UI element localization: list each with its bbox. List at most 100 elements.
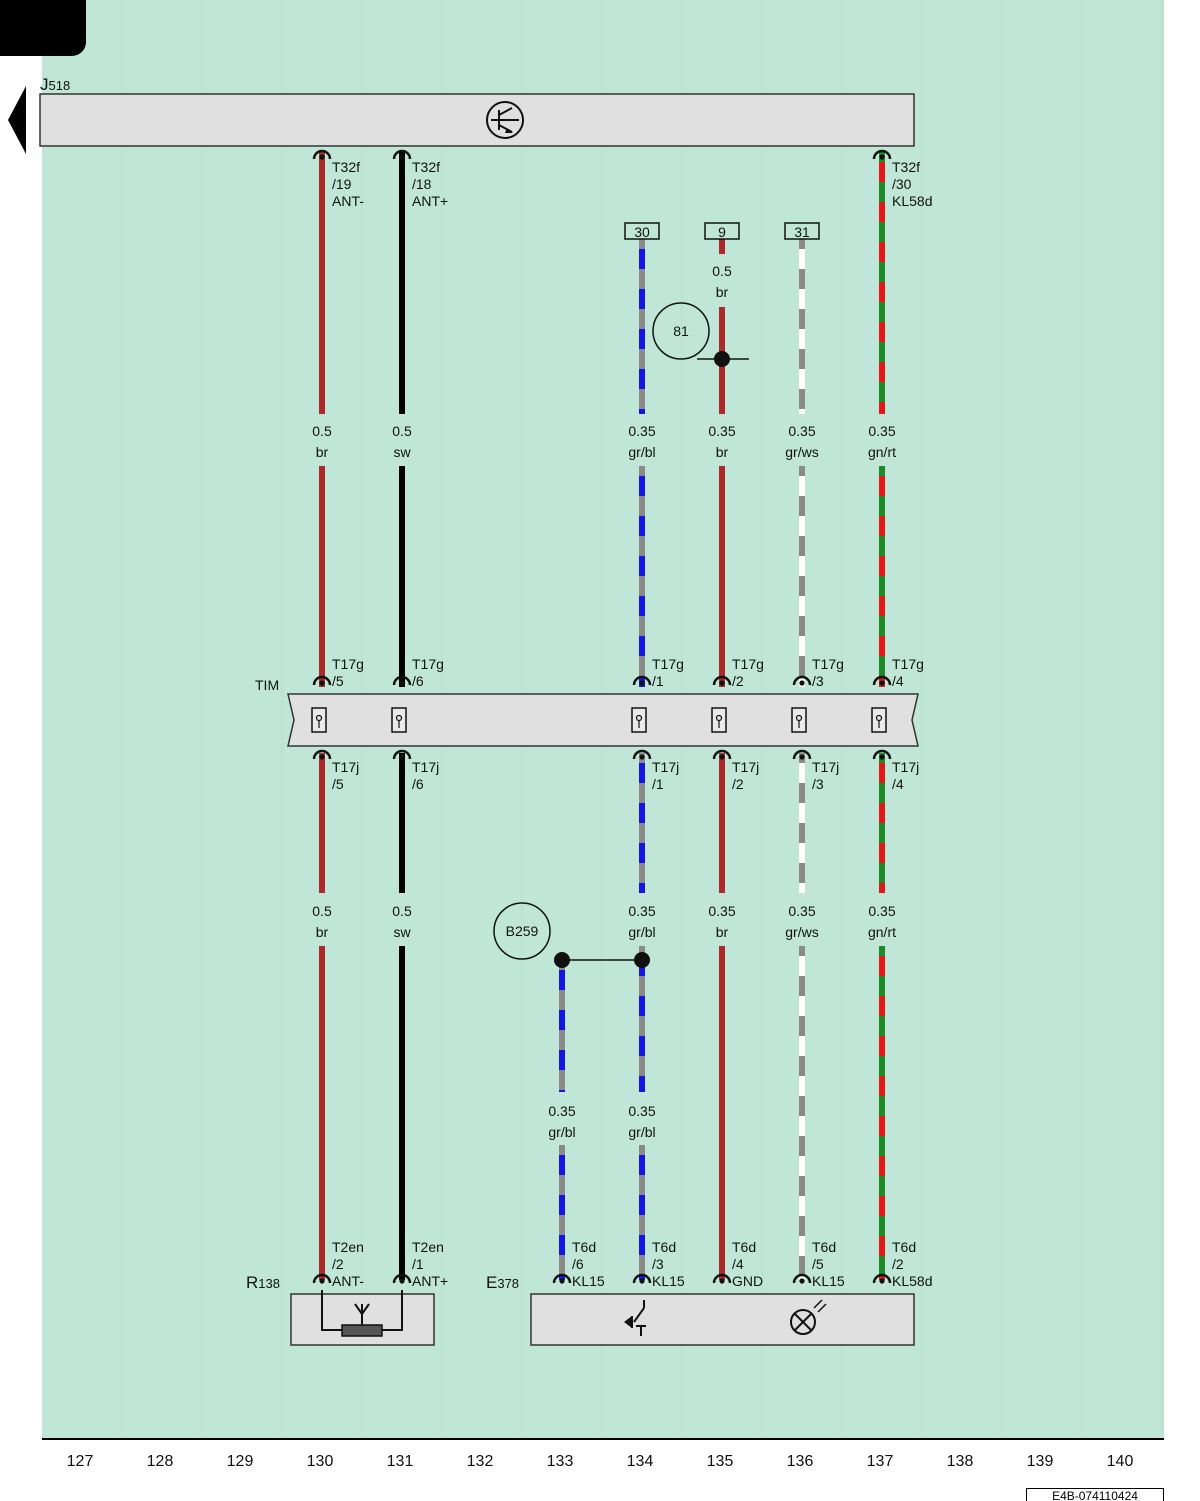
junction-dot-left <box>554 952 570 968</box>
wire-130-lower-label-color: br <box>316 924 329 940</box>
junction-dot-right <box>634 952 650 968</box>
junction-circle <box>493 902 551 960</box>
wire-136-tim-bottom-plug <box>792 749 812 760</box>
wire-136-tim-bottom-pin-label: /3 <box>812 776 824 792</box>
wire-131-tim-top-pin-label: /6 <box>412 673 424 689</box>
start-button-switch-icon <box>624 1300 646 1336</box>
wire-134-terminal <box>624 222 660 240</box>
wire-136-terminal-label: 31 <box>794 224 810 240</box>
column-number: 133 <box>546 1453 574 1470</box>
wire-130-top-pin-label: /19 <box>332 176 352 192</box>
wire-133-bottom-pin-label: /6 <box>572 1256 584 1272</box>
wire-135-terminal-label: 9 <box>718 224 726 240</box>
e378-start-button[interactable] <box>530 1293 915 1346</box>
wire-135-tim-bottom-pin-label: /2 <box>732 776 744 792</box>
wire-137-tim-top-pin-label: T17g <box>892 656 924 672</box>
tim-connector-block[interactable] <box>287 693 919 747</box>
wire-131-bottom-pin-label: ANT+ <box>412 1273 448 1289</box>
wire-131-top-pin-label: ANT+ <box>412 193 448 209</box>
wire-136-lower-label-gauge: 0.35 <box>788 903 815 919</box>
wire-130-tim-bottom-plug <box>312 749 332 760</box>
wire-135-bottom-plug <box>712 1273 732 1284</box>
overlay-layer <box>311 149 892 1284</box>
wire-134-tim-bottom-plug-dot <box>639 754 645 760</box>
e378-label: E378 <box>486 1273 519 1292</box>
column-number: 127 <box>66 1453 94 1470</box>
wire-130-bottom-pin-label: T2en <box>332 1239 364 1255</box>
wire-135-bottom-pin-label: T6d <box>732 1239 756 1255</box>
wire-134-bottom-plug-dot <box>639 1278 645 1284</box>
wire-131-tim-bottom-pin-label: /6 <box>412 776 424 792</box>
wire-137-upper-label-gauge: 0.35 <box>868 423 895 439</box>
wire-134-lower-label-color: gr/bl <box>628 924 655 940</box>
wire-134-upper-label-color: gr/bl <box>628 444 655 460</box>
wire-135-top-label-color: br <box>716 284 729 300</box>
wire-137-bottom-pin-label: T6d <box>892 1239 916 1255</box>
wire-135-lower-label-color: br <box>716 924 729 940</box>
wire-137-top-plug <box>872 149 892 160</box>
wire-134-bottom-pin-label: KL15 <box>652 1273 685 1289</box>
column-number: 137 <box>866 1453 894 1470</box>
wire-135-bottom-pin-label: GND <box>732 1273 763 1289</box>
wire-130-tim-bottom-pin-label: /5 <box>332 776 344 792</box>
wire-131-bottom-plug-dot <box>399 1278 405 1284</box>
column-number: 135 <box>706 1453 734 1470</box>
column-number: 130 <box>306 1453 334 1470</box>
j518-label: J518 <box>40 75 70 94</box>
wire-133-bottom-pin-label: T6d <box>572 1239 596 1255</box>
wire-130-upper-label-gauge: 0.5 <box>312 423 332 439</box>
wire-136-tim-top-pin-label: T17g <box>812 656 844 672</box>
page-tab[interactable] <box>0 0 86 56</box>
wire-137-bottom-pin-label: KL58d <box>892 1273 932 1289</box>
wire-133-bottom-label-gauge: 0.35 <box>548 1103 575 1119</box>
wire-131-bottom-plug <box>392 1273 412 1284</box>
wire-130-upper-label-color: br <box>316 444 329 460</box>
wire-131-tim-pin-icon-dot <box>395 714 403 722</box>
wire-130-top-plug <box>312 149 332 160</box>
wire-137-tim-top-plug <box>872 675 892 686</box>
j518-control-unit[interactable] <box>39 93 915 147</box>
wire-134-tim-bottom-plug <box>632 749 652 760</box>
wire-133-bottom-plug-dot <box>559 1278 565 1284</box>
wire-135-tim-bottom-pin-label: T17j <box>732 759 759 775</box>
wire-131-upper-label-gauge: 0.5 <box>392 423 412 439</box>
r138-label: R138 <box>246 1273 280 1292</box>
wire-130-tim-top-plug-dot <box>319 680 325 686</box>
wire-137-tim-pin-icon-dot <box>875 714 883 722</box>
wire-137-top-pin-label: KL58d <box>892 193 932 209</box>
wire-130-bottom-pin-label: ANT- <box>332 1273 364 1289</box>
text-layer: T32f/19ANT-T17g/5T17j/50.5br0.5brT2en/2A… <box>312 159 932 1289</box>
column-number: 138 <box>946 1453 974 1470</box>
wire-130-tim-top-pin-label: T17g <box>332 656 364 672</box>
wire-137-bottom-plug <box>872 1273 892 1284</box>
wire-137-tim-bottom-plug <box>872 749 892 760</box>
back-arrow-icon[interactable] <box>8 86 26 154</box>
wire-134-tim-top-pin-label: T17g <box>652 656 684 672</box>
wire-134-lower-label-gauge: 0.35 <box>628 903 655 919</box>
wire-131-tim-bottom-plug <box>392 749 412 760</box>
wire-135-upper-label-gauge: 0.35 <box>708 423 735 439</box>
wire-136-bottom-plug-dot <box>799 1278 805 1284</box>
wire-130-tim-top-plug <box>312 675 332 686</box>
wire-134-upper-label-gauge: 0.35 <box>628 423 655 439</box>
wire-134-tim-pin-icon-dot <box>635 714 643 722</box>
wire-135-bottom-pin-label: /4 <box>732 1256 744 1272</box>
wire-134-tim-top-pin-label: /1 <box>652 673 664 689</box>
wire-131-tim-bottom-pin-label: T17j <box>412 759 439 775</box>
wire-137-top-plug-dot <box>879 154 885 160</box>
wire-131-tim-top-pin-label: T17g <box>412 656 444 672</box>
wire-137-top-pin-label: T32f <box>892 159 920 175</box>
wire-136-upper-label-color: gr/ws <box>785 444 818 460</box>
wire-137-lower-label-gauge: 0.35 <box>868 903 895 919</box>
wire-137-tim-top-pin-label: /4 <box>892 673 904 689</box>
wire-135-upper-label-color: br <box>716 444 729 460</box>
column-number: 131 <box>386 1453 414 1470</box>
column-number: 136 <box>786 1453 814 1470</box>
document-code: E4B-074110424 <box>1026 1488 1164 1501</box>
wire-134-bottom-pin-label: /3 <box>652 1256 664 1272</box>
wire-136-tim-top-pin-label: /3 <box>812 673 824 689</box>
wire-134-bottom-plug <box>632 1273 652 1284</box>
wire-135-lower-label-gauge: 0.35 <box>708 903 735 919</box>
wire-131-tim-bottom-plug-dot <box>399 754 405 760</box>
wire-136-bottom-pin-label: /5 <box>812 1256 824 1272</box>
